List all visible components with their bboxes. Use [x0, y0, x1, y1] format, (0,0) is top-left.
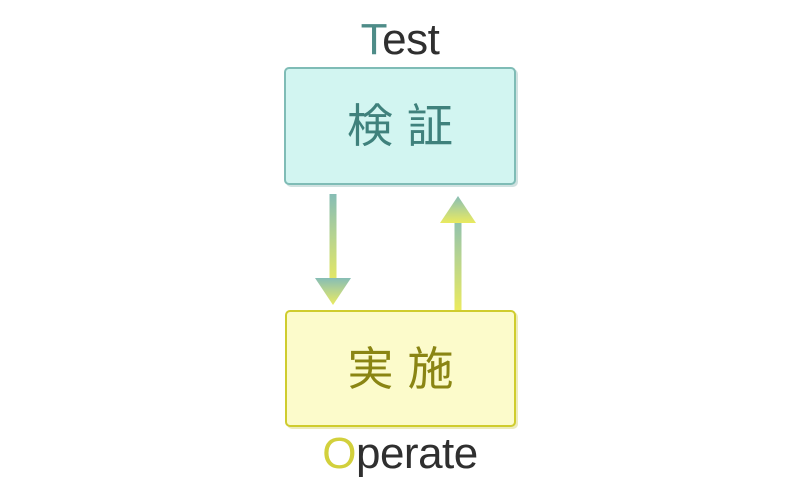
caption-operate-rest: perate — [355, 429, 478, 478]
arrow-down-icon — [315, 194, 351, 305]
process-node-verify[interactable]: 検証 — [284, 67, 516, 185]
caption-test-accent-letter: T — [360, 15, 383, 64]
caption-operate: Operate — [0, 432, 800, 476]
caption-test-rest: est — [382, 15, 440, 64]
process-node-implement-label: 実施 — [347, 342, 468, 395]
caption-test: Test — [0, 18, 800, 62]
caption-operate-accent-letter: O — [322, 429, 356, 478]
process-node-verify-label: 検証 — [347, 100, 467, 152]
process-node-implement[interactable]: 実施 — [285, 310, 516, 427]
arrow-up-icon — [440, 196, 476, 310]
arrow-implement-to-verify — [430, 188, 486, 310]
arrow-verify-to-implement — [306, 188, 362, 310]
